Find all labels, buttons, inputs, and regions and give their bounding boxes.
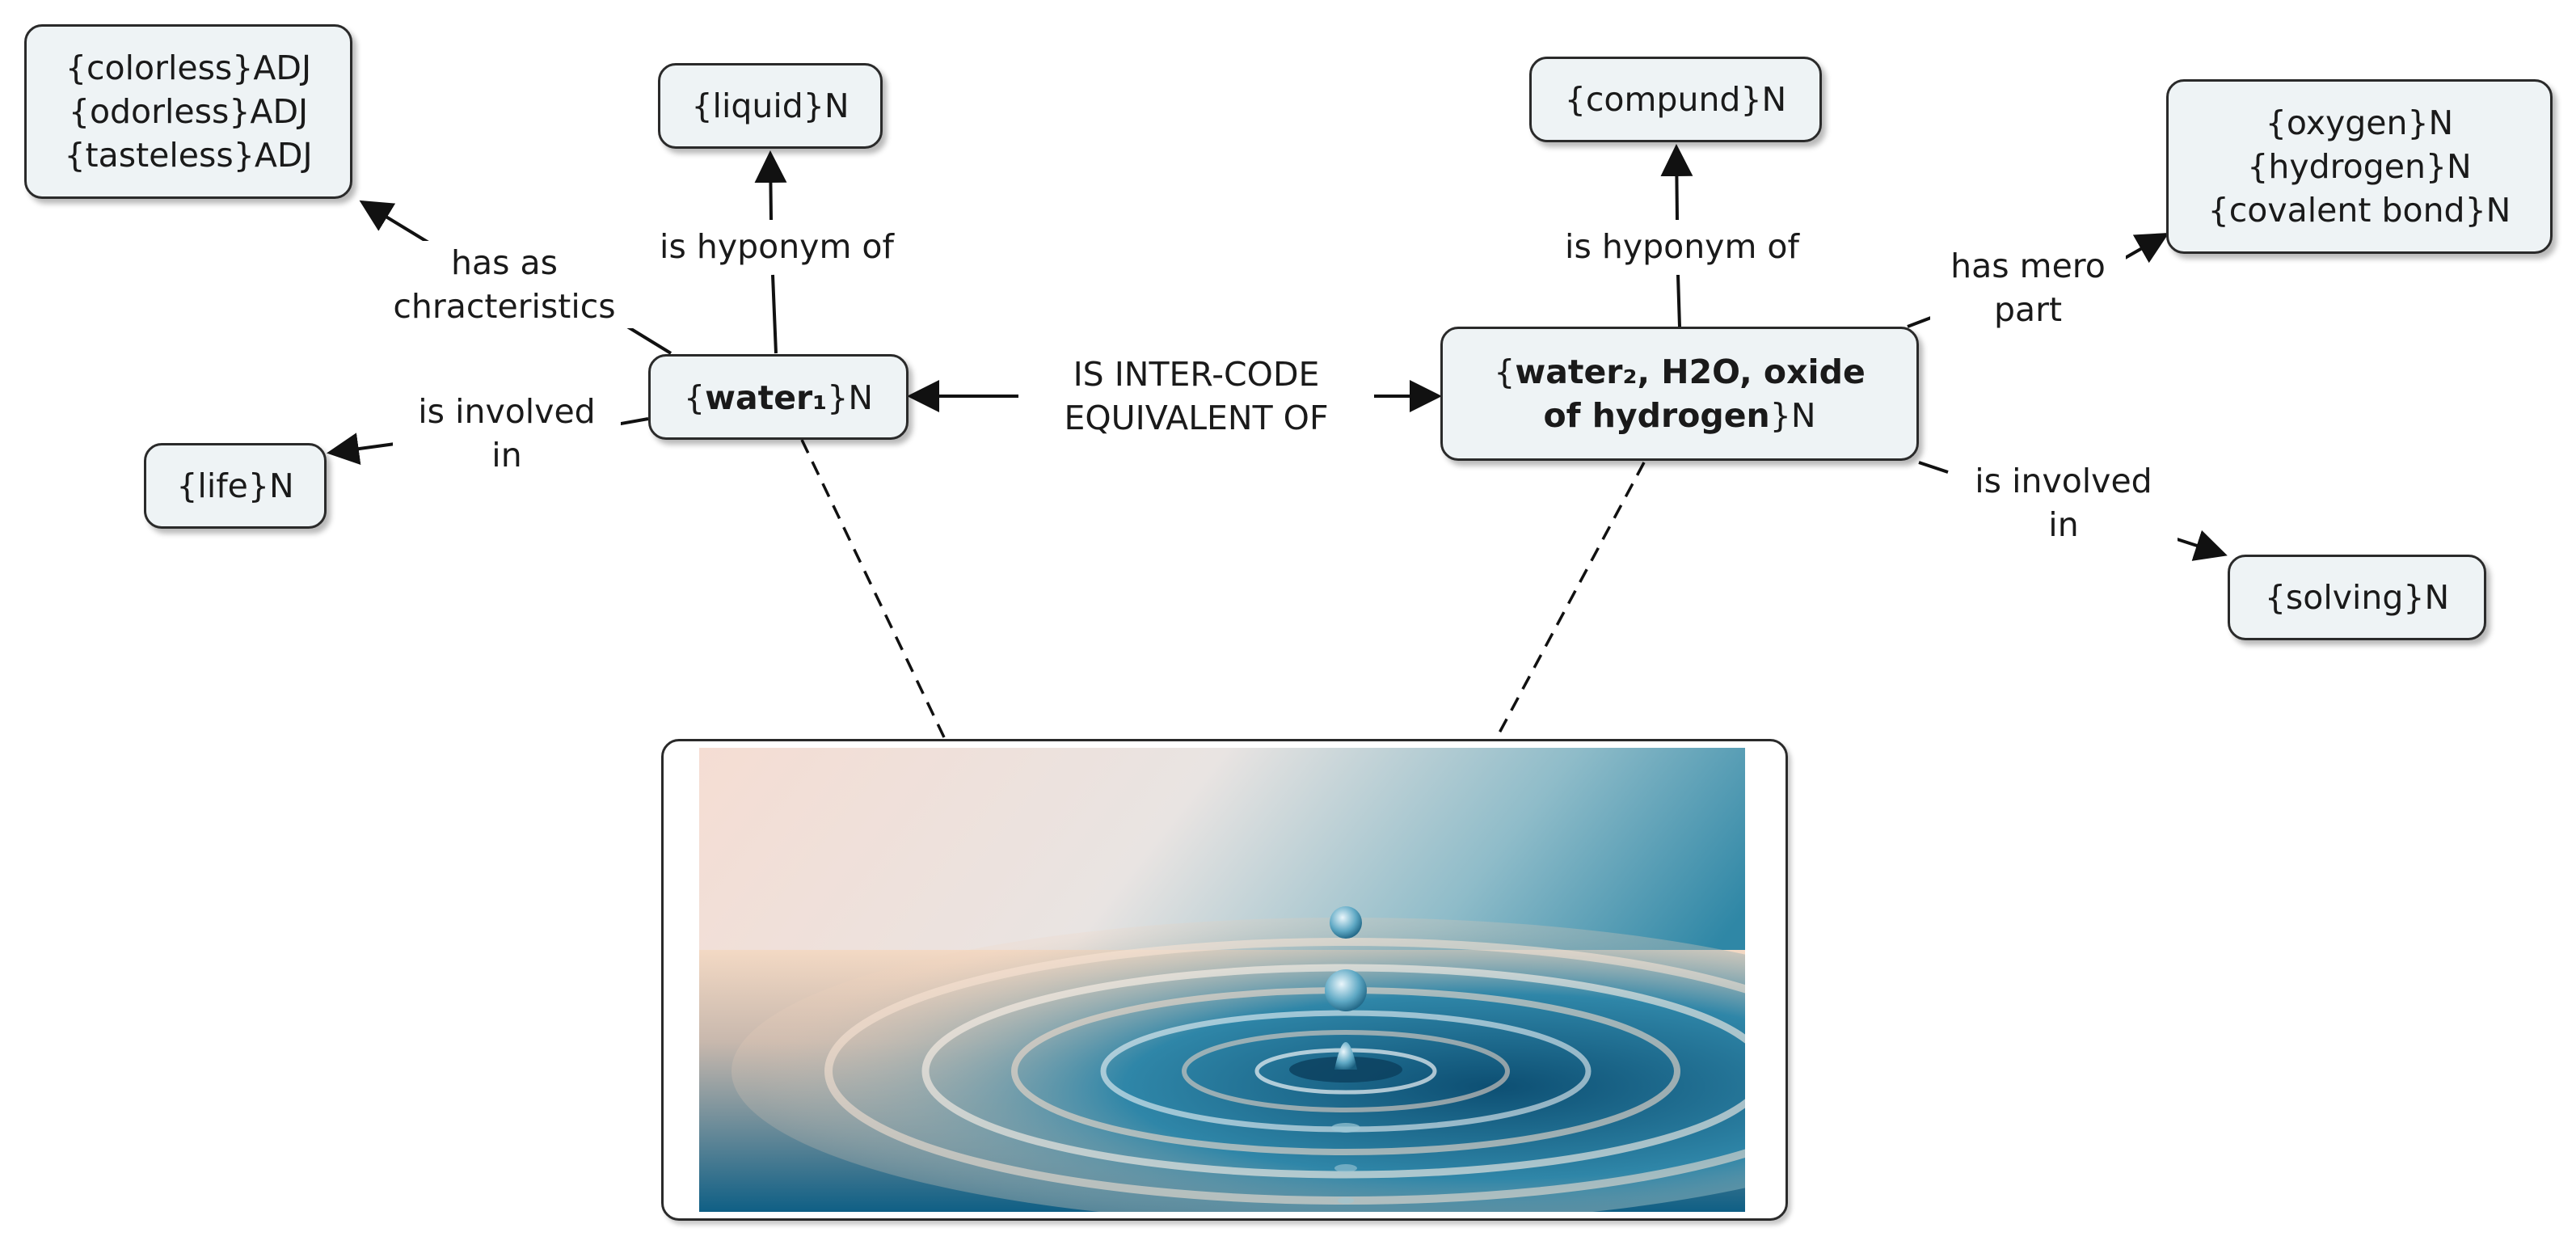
edge-label-involved-left-line-1: is involved <box>418 392 596 431</box>
liquid-label: {liquid}N <box>691 87 850 125</box>
node-parts[interactable]: {oxygen}N {hydrogen}N {covalent bond}N <box>2166 79 2553 254</box>
water1-open: { <box>684 378 706 417</box>
node-life[interactable]: {life}N <box>144 443 327 529</box>
solving-label: {solving}N <box>2264 578 2450 617</box>
part-covalent-bond: {covalent bond}N <box>2207 191 2511 230</box>
edge-hyponym-left-line-1 <box>771 274 778 354</box>
edge-hyponym-right-line-1 <box>1676 274 1681 327</box>
edge-label-involved-right: is involved in <box>1950 459 2178 547</box>
dashed-link-water1-photo <box>800 439 946 738</box>
edge-label-involved-left-line-2: in <box>491 436 522 475</box>
water2-line-2: of hydrogen}N <box>1443 394 1916 437</box>
part-hydrogen: {hydrogen}N <box>2247 147 2472 186</box>
edge-hyponym-right-line-2 <box>1660 144 1693 221</box>
edge-label-has-mero: has mero part <box>1930 244 2126 331</box>
edge-label-has-characteristics-line-1: has as <box>451 243 558 282</box>
edge-label-has-mero-line-1: has mero <box>1950 247 2106 285</box>
node-liquid[interactable]: {liquid}N <box>658 63 883 149</box>
node-water2[interactable]: {water₂, H2O, oxide of hydrogen}N <box>1440 327 1919 461</box>
water2-term-line-1: water₂, H2O, oxide <box>1515 352 1866 391</box>
node-characteristics[interactable]: {colorless}ADJ {odorless}ADJ {tasteless}… <box>24 24 352 199</box>
node-compund[interactable]: {compund}N <box>1529 57 1822 142</box>
edge-label-involved-right-line-2: in <box>2048 505 2079 544</box>
edge-label-involved-right-line-1: is involved <box>1975 462 2152 500</box>
edge-label-inter-code-line-1: IS INTER-CODE <box>1018 352 1374 396</box>
water2-close: }N <box>1769 396 1816 435</box>
edge-label-has-characteristics: has as chracteristics <box>373 241 635 328</box>
water-photo-frame[interactable] <box>661 739 1788 1221</box>
edge-label-involved-left: is involved in <box>393 390 621 477</box>
characteristic-tasteless: {tasteless}ADJ <box>64 136 313 175</box>
edge-label-has-characteristics-line-2: chracteristics <box>393 287 616 326</box>
part-oxygen: {oxygen}N <box>2265 103 2454 142</box>
edge-involved-right-line-1 <box>1918 461 1949 474</box>
edge-label-hyponym-left-text: is hyponym of <box>660 227 894 266</box>
water1-close: }N <box>827 378 873 417</box>
compund-label: {compund}N <box>1564 80 1787 119</box>
edge-involved-left-line-2 <box>327 433 402 465</box>
water2-line-1: {water₂, H2O, oxide <box>1443 350 1916 394</box>
edge-characteristics-line-2 <box>359 200 438 249</box>
edge-label-has-mero-line-2: part <box>1993 290 2063 329</box>
water1-term: water₁ <box>705 378 828 417</box>
life-label: {life}N <box>176 466 294 505</box>
water2-open: { <box>1494 352 1516 391</box>
water2-term-line-2: of hydrogen <box>1543 396 1770 435</box>
edge-label-hyponym-right-text: is hyponym of <box>1565 227 1799 266</box>
edge-label-inter-code-line-2: EQUIVALENT OF <box>1018 396 1374 440</box>
characteristic-colorless: {colorless}ADJ <box>65 49 312 87</box>
edge-label-inter-code: IS INTER-CODE EQUIVALENT OF <box>1018 352 1374 440</box>
node-solving[interactable]: {solving}N <box>2228 555 2486 640</box>
water-droplet-ripples-image <box>699 748 1745 1212</box>
characteristic-odorless: {odorless}ADJ <box>68 92 309 131</box>
edge-hyponym-left-line-2 <box>754 150 787 221</box>
dashed-link-water2-photo <box>1495 462 1646 738</box>
edge-label-hyponym-left: is hyponym of <box>630 225 923 268</box>
edge-label-hyponym-right: is hyponym of <box>1536 225 1828 268</box>
node-water1[interactable]: {water₁}N <box>648 354 909 440</box>
